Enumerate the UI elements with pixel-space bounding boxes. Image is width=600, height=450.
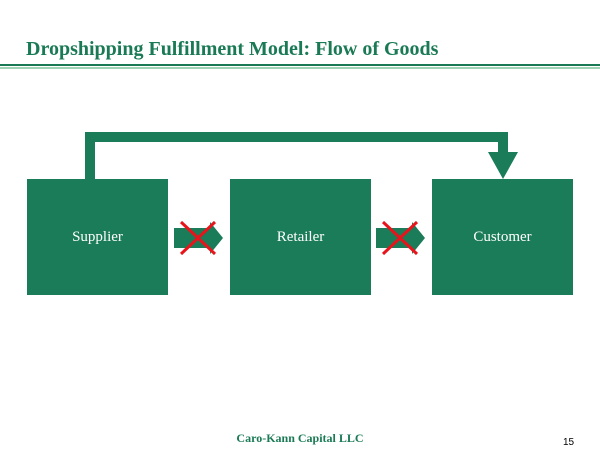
cross-icon (179, 220, 217, 256)
title-rule (0, 64, 600, 66)
slide-title: Dropshipping Fulfillment Model: Flow of … (26, 38, 439, 60)
node-customer: Customer (432, 179, 573, 295)
cross-icon (381, 220, 419, 256)
node-supplier: Supplier (27, 179, 168, 295)
node-retailer: Retailer (230, 179, 371, 295)
bypass-arrow (85, 132, 518, 180)
page-number: 15 (563, 437, 575, 448)
footer-company: Caro-Kann Capital LLC (236, 431, 364, 445)
title-rule-light (0, 67, 600, 69)
